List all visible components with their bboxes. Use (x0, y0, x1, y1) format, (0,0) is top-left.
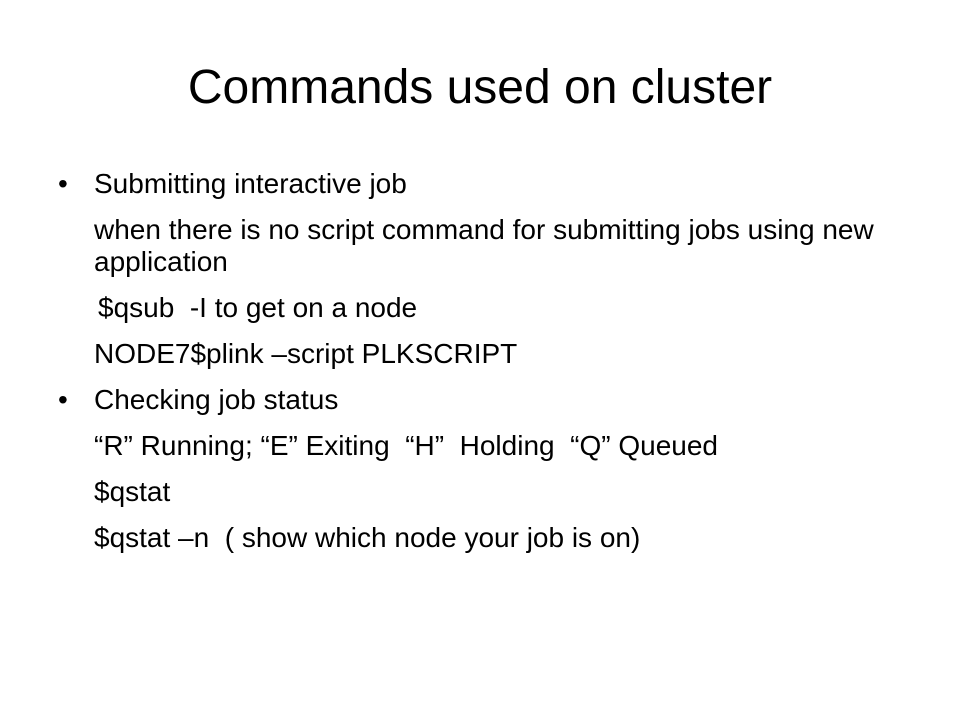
bullet-item-checking: • Checking job status (58, 384, 918, 416)
bullet-heading: Submitting interactive job (94, 168, 407, 199)
bullet-heading: Checking job status (94, 384, 339, 415)
sub-line-status-codes: “R” Running; “E” Exiting “H” Holding “Q”… (94, 430, 718, 461)
bullet-marker: • (58, 384, 68, 415)
slide-title: Commands used on cluster (187, 61, 773, 114)
sub-line-qsub-command: $qsub -I to get on a node (98, 292, 418, 323)
bullet-marker: • (58, 168, 68, 199)
bullet-item-submitting: • Submitting interactive job (58, 168, 918, 200)
sub-line-qstat-n-command: $qstat –n ( show which node your job is … (94, 522, 641, 553)
sub-line-description: when there is no script command for subm… (94, 214, 882, 277)
sub-line-plink-command: NODE7$plink –script PLKSCRIPT (94, 338, 518, 369)
sub-line-qstat-command: $qstat (94, 476, 171, 507)
slide-body: • Submitting interactive job when there … (58, 168, 918, 568)
